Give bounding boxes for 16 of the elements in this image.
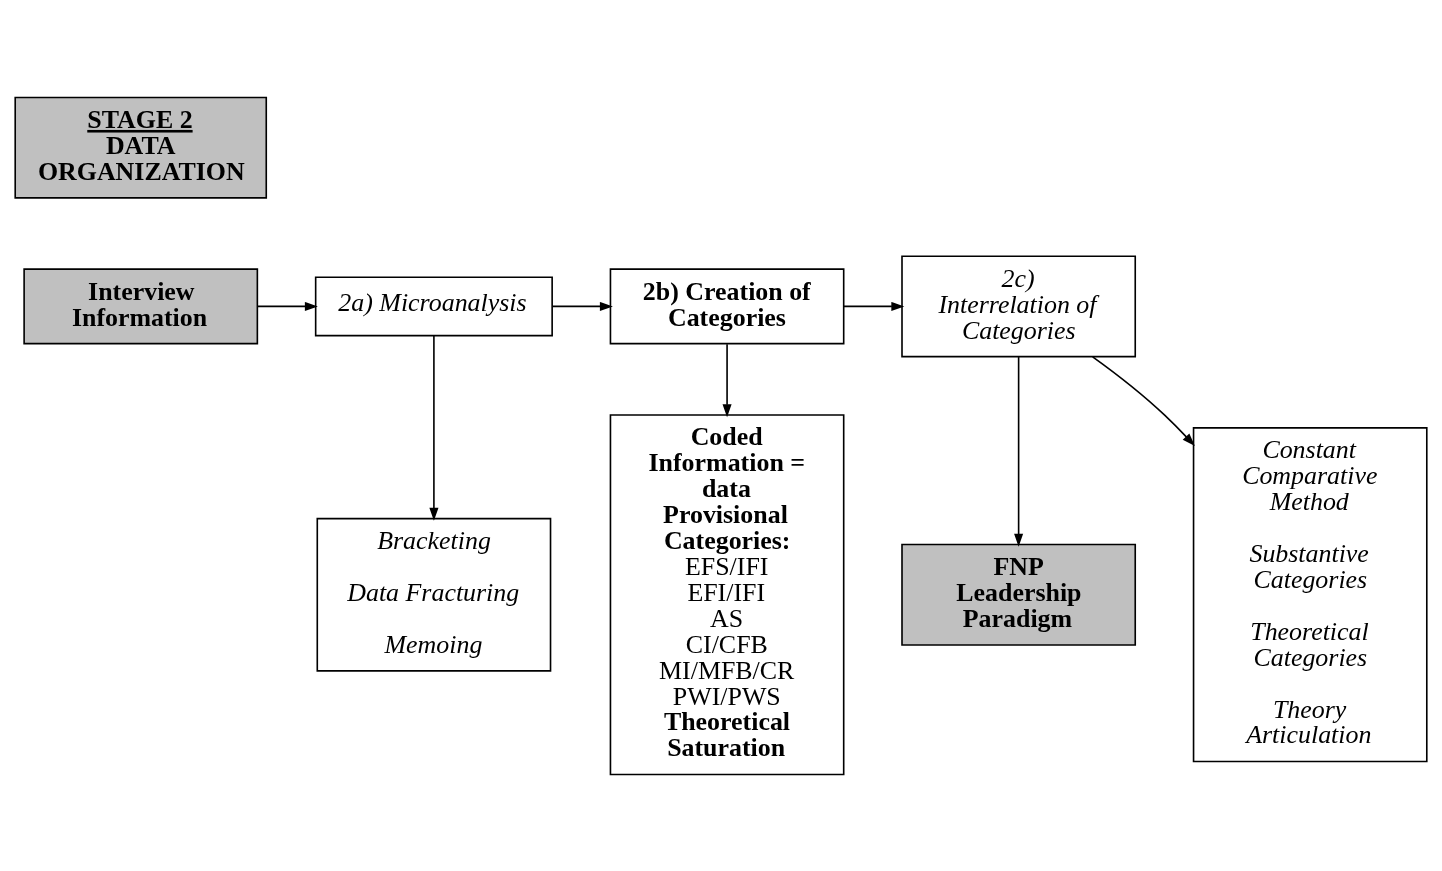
node-box: Interview Information bbox=[23, 267, 259, 344]
arrow bbox=[256, 301, 318, 311]
node-box: Bracketing Data Fracturing Memoing bbox=[316, 517, 552, 672]
node-box: Constant Comparative Method Substantive Categories Theoretical Categories Theory Articulation bbox=[1192, 426, 1428, 762]
arrow bbox=[429, 334, 439, 521]
node-box: 2c) Interrelation of Categories bbox=[901, 254, 1137, 357]
arrow bbox=[843, 301, 905, 311]
node-box: 2b) Creation of Categories bbox=[609, 267, 845, 344]
node-box: Coded Information = data Provisional Categories: EFS/IFI EFI/IFI AS CI/CFB MI/MFB/CR PWI/PWS Theoretical Saturation bbox=[609, 413, 845, 775]
node-box: FNP Leadership Paradigm bbox=[901, 543, 1137, 646]
node-box: 2a) Microanalysis bbox=[314, 275, 553, 336]
arrow bbox=[722, 342, 732, 417]
arrow bbox=[1091, 355, 1195, 446]
arrow bbox=[551, 301, 613, 311]
node-box: STAGE 2 DATA ORGANIZATION bbox=[14, 96, 268, 199]
arrow bbox=[1014, 355, 1024, 547]
